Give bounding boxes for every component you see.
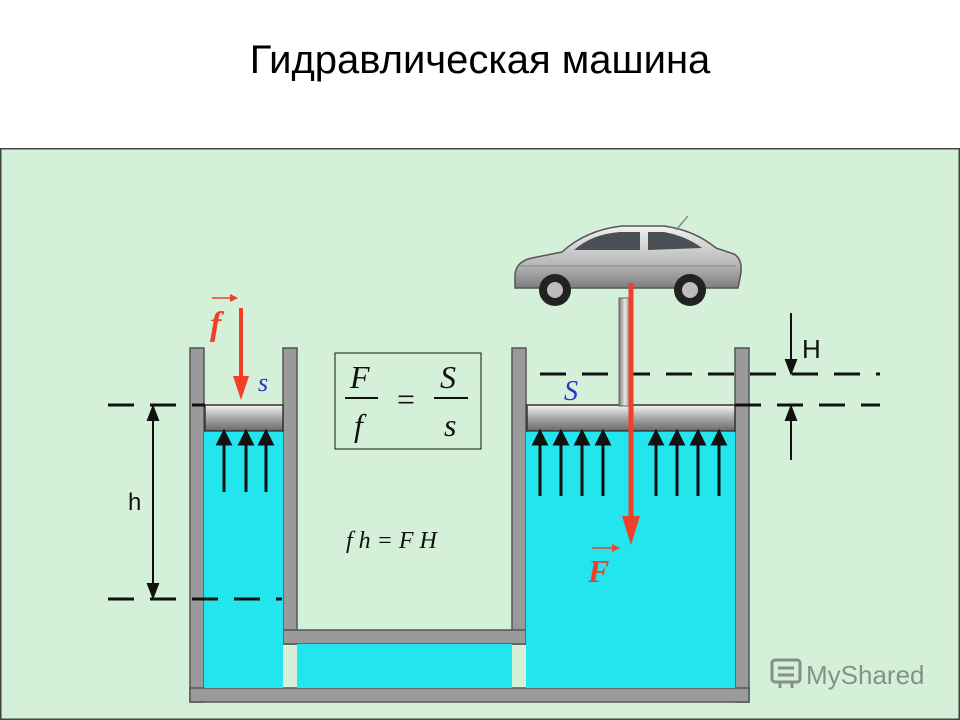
formula-right-numerator: S	[440, 359, 456, 395]
small-area-label: s	[258, 368, 268, 397]
car-image	[514, 215, 742, 306]
large-force-label: F	[587, 553, 609, 589]
work-formula: f h = F H	[346, 528, 439, 554]
large-stroke-label: H	[802, 334, 821, 364]
large-force-arrow	[622, 283, 640, 545]
watermark-text: MyShared	[806, 660, 925, 690]
car-lift	[514, 215, 742, 407]
watermark: MyShared	[770, 658, 925, 690]
small-force-label: f	[210, 306, 225, 343]
small-stroke-dimension	[146, 404, 160, 600]
large-force-vector-mark	[592, 544, 620, 552]
pressure-arrows	[215, 428, 728, 496]
large-piston-pressure-arrows	[531, 428, 728, 496]
formula-equals: =	[397, 381, 415, 417]
small-piston-pressure-arrows	[215, 428, 275, 492]
formula-left-numerator: F	[349, 359, 370, 395]
small-force-vector-mark	[212, 294, 238, 302]
small-stroke-label: h	[128, 489, 141, 516]
formula-frame	[334, 352, 482, 450]
large-area-label: S	[564, 376, 578, 407]
formula-right-denominator: s	[444, 407, 456, 443]
watermark-logo-icon	[770, 658, 802, 688]
ratio-formula: F f = S s	[334, 352, 482, 450]
small-piston	[204, 404, 284, 432]
level-lines	[108, 372, 880, 601]
small-force-arrow	[233, 308, 249, 400]
hydraulic-machine-diagram: h H f	[0, 148, 960, 720]
slide-title: Гидравлическая машина	[249, 38, 711, 82]
large-stroke-dimension	[784, 313, 798, 460]
